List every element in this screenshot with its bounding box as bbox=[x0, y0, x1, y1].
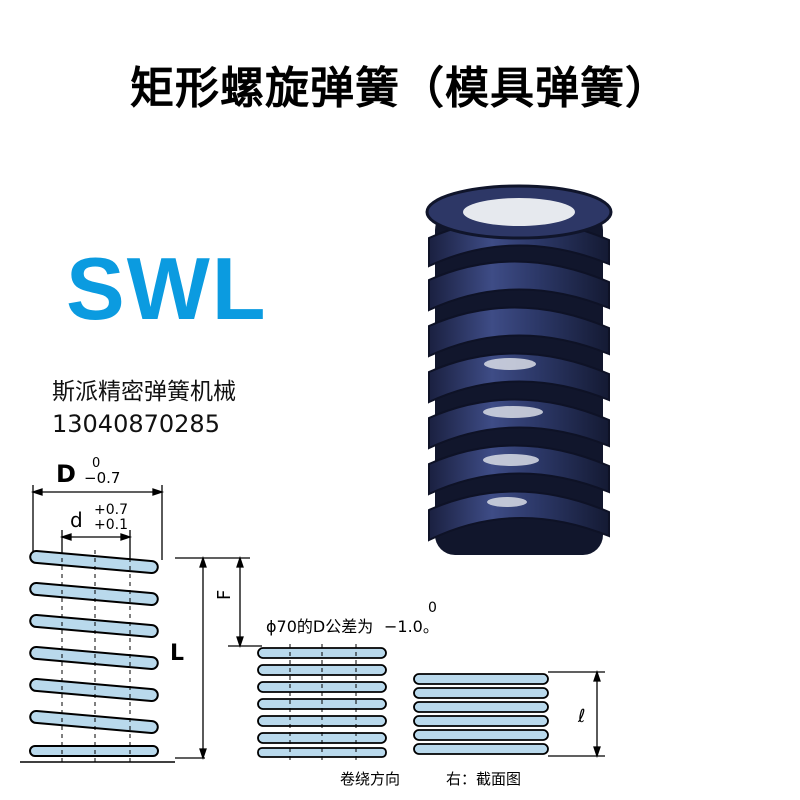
technical-drawing: D 0 −0.7 d +0.7 +0.1 bbox=[20, 456, 605, 788]
compressed-length-label: ℓ bbox=[577, 706, 585, 727]
deflection-label: F bbox=[214, 590, 235, 600]
spring-side-view bbox=[20, 549, 175, 763]
company-name: 斯派精密弹簧机械 bbox=[52, 379, 236, 405]
spring-photo bbox=[425, 184, 613, 555]
outer-diameter-label: D bbox=[56, 460, 76, 488]
phone-number: 13040870285 bbox=[52, 410, 220, 438]
tolerance-note-value: −1.0。 bbox=[384, 617, 439, 636]
tolerance-note: ϕ70的D公差为 bbox=[266, 617, 373, 636]
compressed-spring bbox=[257, 644, 387, 760]
outer-tol-upper: 0 bbox=[92, 456, 100, 471]
free-length-label: L bbox=[170, 641, 184, 666]
model-code: SWL bbox=[66, 239, 268, 338]
cross-section: ℓ bbox=[413, 669, 605, 759]
inner-tol-upper: +0.7 bbox=[94, 502, 128, 518]
winding-direction-caption: 卷绕方向 bbox=[340, 770, 400, 788]
outer-tol-lower: −0.7 bbox=[84, 469, 120, 487]
spring-coils bbox=[425, 184, 613, 555]
tolerance-note-upper: 0 bbox=[428, 600, 437, 616]
inner-tol-lower: +0.1 bbox=[94, 517, 128, 533]
inner-diameter-label: d bbox=[70, 508, 83, 532]
cross-section-caption: 右：截面图 bbox=[446, 770, 521, 788]
page-title: 矩形螺旋弹簧（模具弹簧） bbox=[130, 63, 670, 114]
